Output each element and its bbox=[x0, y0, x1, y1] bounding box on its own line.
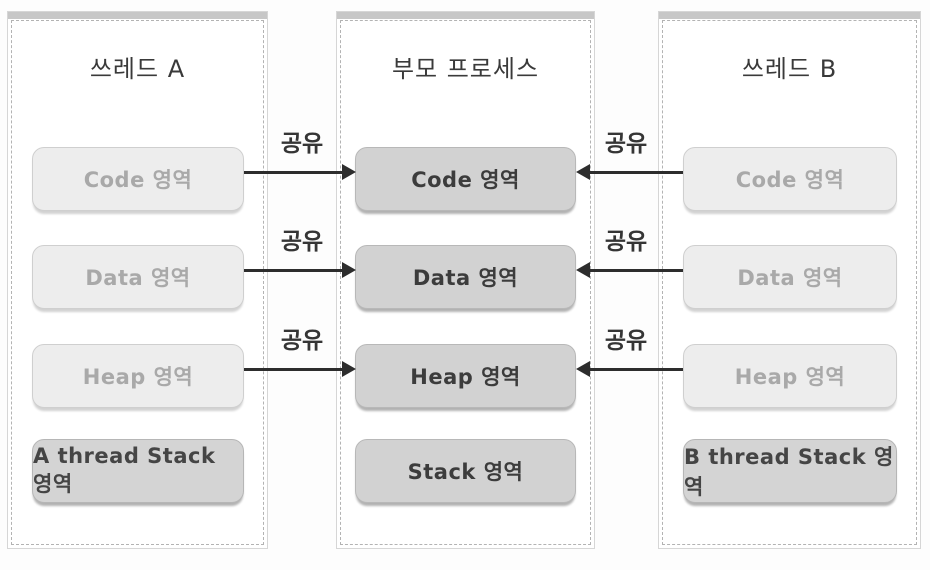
panel-thread-b: 쓰레드 B Code 영역 Data 영역 Heap 영역 B thread S… bbox=[659, 12, 920, 548]
panel-title-thread-a: 쓰레드 A bbox=[89, 55, 186, 83]
box-thread-a-heap-label: Heap 영역 bbox=[82, 365, 194, 389]
box-thread-b-data: Data 영역 bbox=[683, 245, 897, 309]
panel-title-thread-b: 쓰레드 B bbox=[741, 55, 838, 83]
share-arrow-a-code-icon bbox=[244, 171, 342, 174]
box-parent-code-label: Code 영역 bbox=[411, 168, 520, 192]
share-arrowhead-b-code-icon bbox=[576, 164, 590, 180]
share-arrow-b-data-icon bbox=[590, 269, 683, 272]
box-thread-b-data-label: Data 영역 bbox=[737, 266, 843, 290]
share-arrowhead-a-code-icon bbox=[342, 164, 356, 180]
share-label-b-data: 공유 bbox=[604, 229, 648, 255]
box-thread-b-code-label: Code 영역 bbox=[735, 168, 845, 192]
panel-thread-a: 쓰레드 A Code 영역 Data 영역 Heap 영역 A thread S… bbox=[8, 12, 267, 548]
box-thread-b-code: Code 영역 bbox=[683, 147, 897, 211]
share-label-a-data: 공유 bbox=[280, 229, 324, 255]
box-parent-code: Code 영역 bbox=[355, 147, 576, 211]
box-parent-heap-label: Heap 영역 bbox=[410, 365, 521, 389]
share-label-a-heap: 공유 bbox=[280, 328, 324, 354]
box-thread-a-heap: Heap 영역 bbox=[32, 344, 244, 408]
box-thread-a-data: Data 영역 bbox=[32, 245, 244, 309]
panel-parent-process: 부모 프로세스 Code 영역 Data 영역 Heap 영역 Stack 영역 bbox=[337, 12, 594, 548]
box-thread-a-code-label: Code 영역 bbox=[83, 168, 193, 192]
box-thread-b-stack-label: B thread Stack 영역 bbox=[684, 445, 894, 499]
panel-title-parent-process: 부모 프로세스 bbox=[391, 55, 540, 83]
share-label-b-code: 공유 bbox=[604, 131, 648, 157]
box-thread-b-stack: B thread Stack 영역 bbox=[683, 439, 897, 503]
share-arrowhead-a-data-icon bbox=[342, 262, 356, 278]
box-parent-stack-label: Stack 영역 bbox=[407, 460, 524, 484]
box-thread-b-heap: Heap 영역 bbox=[683, 344, 897, 408]
share-label-a-code: 공유 bbox=[280, 131, 324, 157]
box-thread-a-stack-label: A thread Stack 영역 bbox=[33, 444, 216, 496]
box-thread-b-heap-label: Heap 영역 bbox=[734, 365, 846, 389]
share-arrowhead-b-data-icon bbox=[576, 262, 590, 278]
box-thread-a-data-label: Data 영역 bbox=[85, 266, 191, 290]
share-arrow-a-data-icon bbox=[244, 269, 342, 272]
box-parent-heap: Heap 영역 bbox=[355, 344, 576, 408]
share-arrowhead-b-heap-icon bbox=[576, 361, 590, 377]
box-thread-a-stack: A thread Stack 영역 bbox=[32, 439, 244, 503]
box-thread-a-code: Code 영역 bbox=[32, 147, 244, 211]
share-arrow-b-heap-icon bbox=[590, 368, 683, 371]
box-parent-stack: Stack 영역 bbox=[355, 439, 576, 503]
box-parent-data-label: Data 영역 bbox=[412, 266, 519, 290]
share-label-b-heap: 공유 bbox=[604, 328, 648, 354]
share-arrowhead-a-heap-icon bbox=[342, 361, 356, 377]
box-parent-data: Data 영역 bbox=[355, 245, 576, 309]
share-arrow-a-heap-icon bbox=[244, 368, 342, 371]
share-arrow-b-code-icon bbox=[590, 171, 683, 174]
